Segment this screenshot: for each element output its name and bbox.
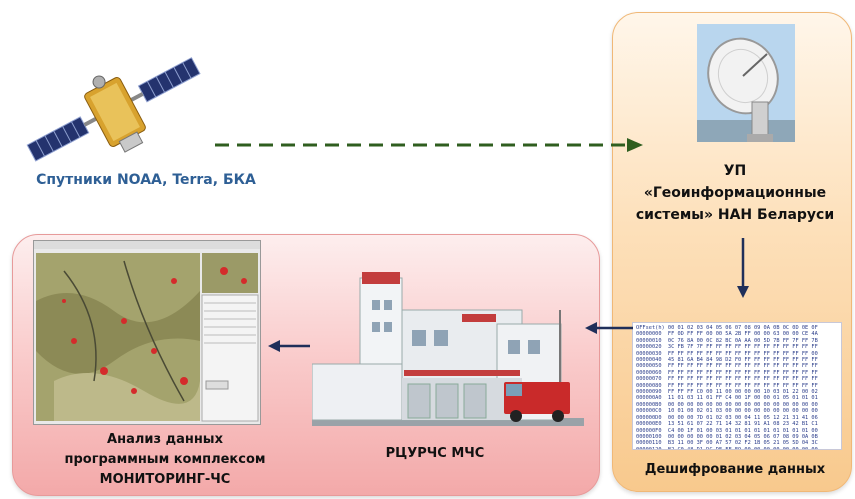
receiver-title-line: системы» НАН Беларуси: [635, 207, 835, 223]
receiver-title-line: УП: [723, 163, 747, 179]
analysis-label-line: программным комплексом: [64, 452, 266, 467]
analysis-label-line: МОНИТОРИНГ-ЧС: [99, 472, 231, 487]
decoding-label: Дешифрование данных: [644, 462, 826, 477]
left-arrow: [585, 322, 633, 334]
analysis-label-line: Анализ данных: [107, 432, 223, 447]
monitoring-software-screenshot: [33, 240, 261, 425]
left-arrow: [268, 340, 310, 352]
analysis-label: Анализ данных программным комплексом МОН…: [40, 430, 290, 490]
satellite-dish-icon: [697, 24, 795, 142]
rescue-center-label: РЦУРЧС МЧС: [385, 446, 485, 461]
down-arrow: [737, 238, 749, 298]
satellite-icon: [26, 57, 201, 162]
satellite-map-image: [34, 241, 260, 422]
hex-dump-image: OFFset(h) 00 01 02 03 04 05 06 07 08 09 …: [632, 322, 842, 450]
satellite-label: Спутники NOAA, Terra, БКА: [36, 172, 256, 188]
receiver-title: УП «Геоинформационные системы» НАН Белар…: [630, 160, 840, 226]
fire-station-image: [312, 272, 584, 426]
receiver-title-line: «Геоинформационные: [643, 185, 827, 201]
data-transfer-arrow: [215, 138, 643, 152]
